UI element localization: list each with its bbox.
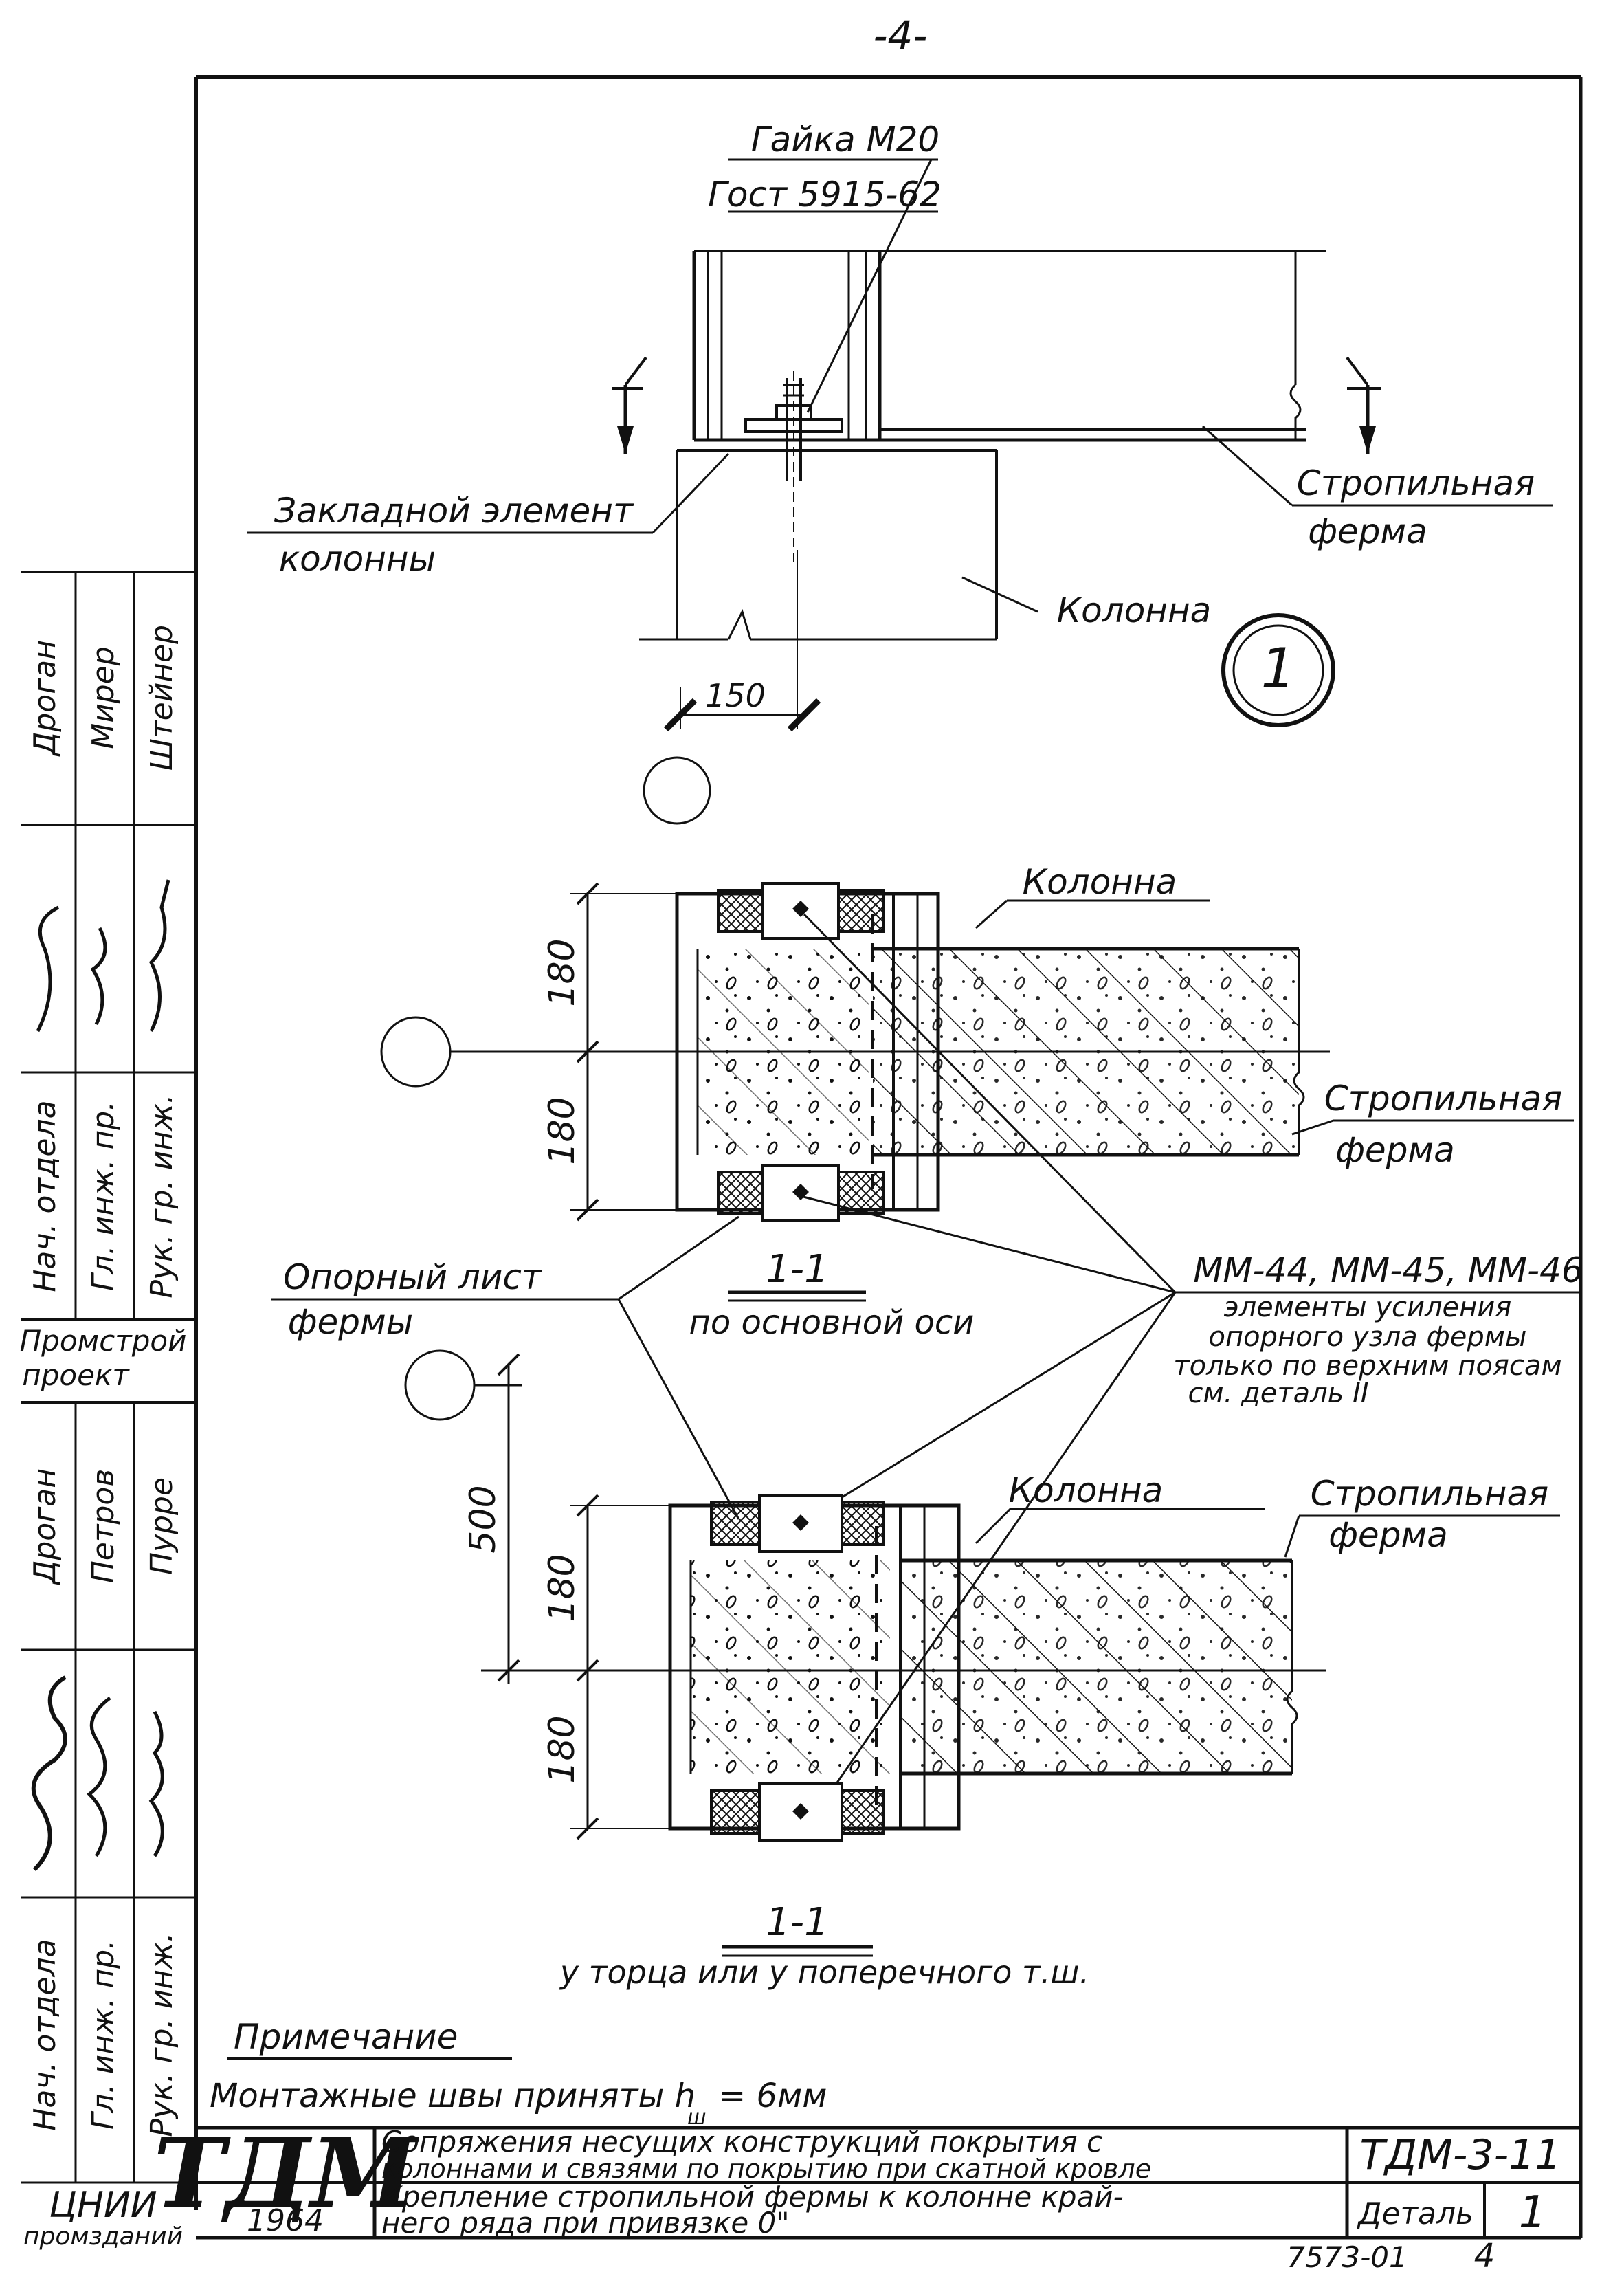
plan1-dim-top: 180 — [542, 938, 583, 1006]
notes-value: = 6мм — [718, 2077, 827, 2115]
sheet-code: 7573-01 — [1287, 2240, 1408, 2274]
title-line-1: Сопряжения несущих конструкций покрытия … — [381, 2125, 1102, 2159]
truss-end-stiffeners — [692, 250, 1326, 442]
plan2-dim-bottom: 180 — [542, 1715, 583, 1783]
plan-section-2: 500 180 180 Колонна Стропильная ферма 1-… — [404, 1349, 1560, 1991]
plan1-truss-label-2: ферма — [1335, 1130, 1455, 1170]
page-number: -4- — [874, 12, 928, 59]
elements-label-1: ММ-44, ММ-45, ММ-46 — [1193, 1250, 1583, 1290]
top-elevation-detail: 150 Гайка М20 Гост 5915-62 Закладной эле… — [247, 120, 1553, 825]
doc-code: ТДМ-3-11 — [1359, 2131, 1561, 2179]
detail-label: Деталь — [1357, 2196, 1473, 2231]
lower-signatures — [31, 1675, 164, 1872]
plan2-truss-label-2: ферма — [1328, 1515, 1448, 1555]
stamp-upper-name-1: Дроган — [27, 640, 63, 757]
sheet-number: 4 — [1474, 2237, 1495, 2274]
side-stamp: Нач. отдела Гл. инж. пр. Рук. гр. инж. Д… — [20, 571, 196, 2183]
nut-label: Гайка М20 — [751, 120, 940, 159]
notes-heading: Примечание — [234, 2017, 458, 2057]
plan1-section-subtitle: по основной оси — [689, 1303, 975, 1342]
tdm-logo: ТДМ — [153, 2117, 420, 2230]
plan2-dim-top: 180 — [542, 1554, 583, 1622]
gost-label: Гост 5915-62 — [708, 175, 942, 214]
elements-label-3: опорного узла фермы — [1208, 1321, 1526, 1353]
callouts: Опорный лист фермы ММ-44, ММ-45, ММ-46 э… — [271, 913, 1583, 1836]
section-cut-marks — [612, 356, 1381, 454]
subtitle-line-1: Крепление стропильной фермы к колонне кр… — [381, 2180, 1124, 2214]
column-elevation — [639, 449, 998, 641]
dim-150-label: 150 — [705, 677, 766, 714]
plan2-truss-label-1: Стропильная — [1311, 1474, 1548, 1514]
title-line-2: колоннами и связями по покрытию при скат… — [381, 2154, 1151, 2184]
support-sheet-label-2: фермы — [288, 1302, 413, 1342]
stamp-upper-name-3: Штейнер — [144, 625, 179, 771]
axis-bubble-plan-2 — [404, 1349, 476, 1421]
stamp-lower-name-3: Пурре — [144, 1477, 179, 1575]
title-block: ТДМ 1964 Сопряжения несущих конструкций … — [21, 2117, 1581, 2274]
plan1-section-title: 1-1 — [766, 1247, 828, 1292]
org-line-2: промзданий — [23, 2222, 183, 2251]
embedded-label-1: Закладной элемент — [274, 491, 634, 531]
plan-section-1: 180 180 Колонна Стропильная ферма 1-1 по… — [380, 862, 1574, 1342]
stamp-org-upper-2: проект — [22, 1358, 130, 1392]
dimension-150: 150 — [663, 550, 821, 732]
stamp-lower-role-3: Рук. гр. инж. — [144, 1932, 179, 2137]
detail-number-circle: 1 — [1221, 613, 1335, 727]
plan2-section-subtitle: у торца или у поперечного т.ш. — [559, 1954, 1089, 1991]
stamp-lower-role-2: Гл. инж. пр. — [86, 1940, 121, 2130]
notes-subscript: ш — [687, 2106, 706, 2130]
plan1-column-label: Колонна — [1023, 862, 1177, 902]
plan1-truss-label-1: Стропильная — [1324, 1079, 1562, 1118]
year-label: 1964 — [247, 2203, 324, 2238]
upper-signatures — [36, 879, 170, 1033]
elements-label-2: элементы усиления — [1224, 1292, 1512, 1323]
notes: Примечание Монтажные швы приняты h ш = 6… — [210, 2017, 827, 2130]
elements-label-4: только по верхним поясам — [1173, 1350, 1561, 1382]
truss-label-2: ферма — [1308, 511, 1427, 551]
support-sheet-label-1: Опорный лист — [283, 1257, 543, 1297]
stamp-upper-name-2: Мирер — [86, 646, 121, 749]
stamp-upper-role-2: Гл. инж. пр. — [86, 1101, 121, 1291]
stamp-lower-role-1: Нач. отдела — [27, 1939, 63, 2130]
embedded-label-2: колонны — [279, 539, 436, 579]
column-label: Колонна — [1057, 590, 1212, 630]
axis-bubble-plan-1 — [380, 1016, 452, 1088]
sheet-frame — [194, 75, 1583, 2238]
anchor-bolt-m20 — [744, 371, 843, 564]
elements-label-5: см. деталь II — [1188, 1378, 1368, 1409]
axis-bubble-top — [643, 756, 711, 825]
plan2-dim-500: 500 — [463, 1485, 504, 1553]
stamp-lower-name-1: Дроган — [27, 1468, 63, 1585]
stamp-upper-role-3: Рук. гр. инж. — [144, 1094, 179, 1298]
detail-number-box: 1 — [1519, 2187, 1547, 2238]
notes-text: Монтажные швы приняты h — [210, 2077, 696, 2115]
stamp-lower-name-2: Петров — [86, 1469, 121, 1584]
stamp-org-upper-1: Промстрой — [20, 1324, 187, 1358]
plan2-column-label: Колонна — [1009, 1470, 1164, 1510]
subtitle-line-2: него ряда при привязке 0" — [381, 2206, 790, 2240]
plan2-section-title: 1-1 — [766, 1900, 828, 1945]
plan1-dim-bottom: 180 — [542, 1096, 583, 1164]
truss-label-1: Стропильная — [1297, 463, 1535, 503]
org-line-1: ЦНИИ — [49, 2185, 157, 2226]
stamp-upper-role-1: Нач. отдела — [27, 1100, 63, 1292]
detail-number: 1 — [1261, 637, 1296, 700]
